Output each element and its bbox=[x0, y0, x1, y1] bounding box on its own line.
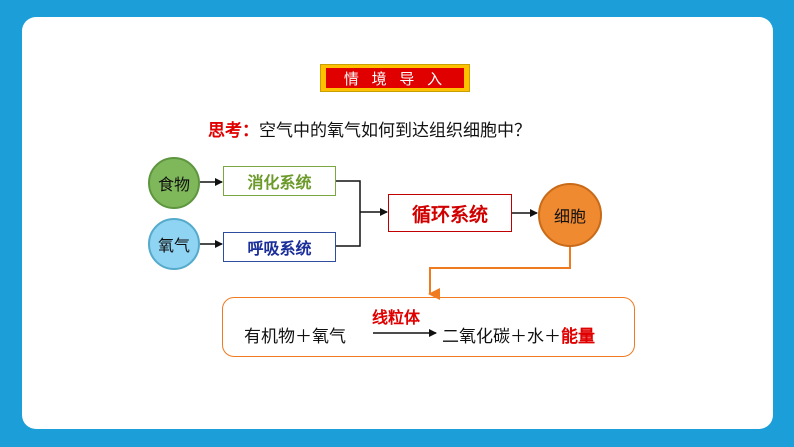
bracket-digestive bbox=[336, 180, 361, 212]
equation-products: 二氧化碳＋水＋能量 bbox=[442, 322, 595, 347]
cell-node: 细胞 bbox=[538, 183, 602, 247]
title-banner: 情 境 导 入 bbox=[320, 64, 470, 92]
equation-reactants: 有机物＋氧气 bbox=[244, 327, 346, 347]
question: 思考：空气中的氧气如何到达组织细胞中？ bbox=[208, 116, 531, 141]
title-text: 情 境 导 入 bbox=[326, 68, 464, 88]
circulatory-system-box: 循环系统 bbox=[388, 194, 512, 232]
respiratory-system-box: 呼吸系统 bbox=[223, 232, 336, 262]
equation-box bbox=[222, 297, 635, 357]
equation-products-text: 二氧化碳＋水＋ bbox=[442, 327, 561, 347]
arrow-cell-equation bbox=[428, 247, 571, 300]
bracket-respiratory bbox=[336, 212, 361, 247]
digestive-system-box: 消化系统 bbox=[223, 166, 336, 196]
food-node: 食物 bbox=[148, 157, 200, 209]
question-prefix: 思考： bbox=[208, 121, 259, 141]
question-text: 空气中的氧气如何到达组织细胞中？ bbox=[259, 121, 531, 141]
equation-condition: 线粒体 bbox=[372, 308, 421, 327]
equation-energy: 能量 bbox=[561, 327, 595, 347]
oxygen-node: 氧气 bbox=[148, 218, 200, 270]
